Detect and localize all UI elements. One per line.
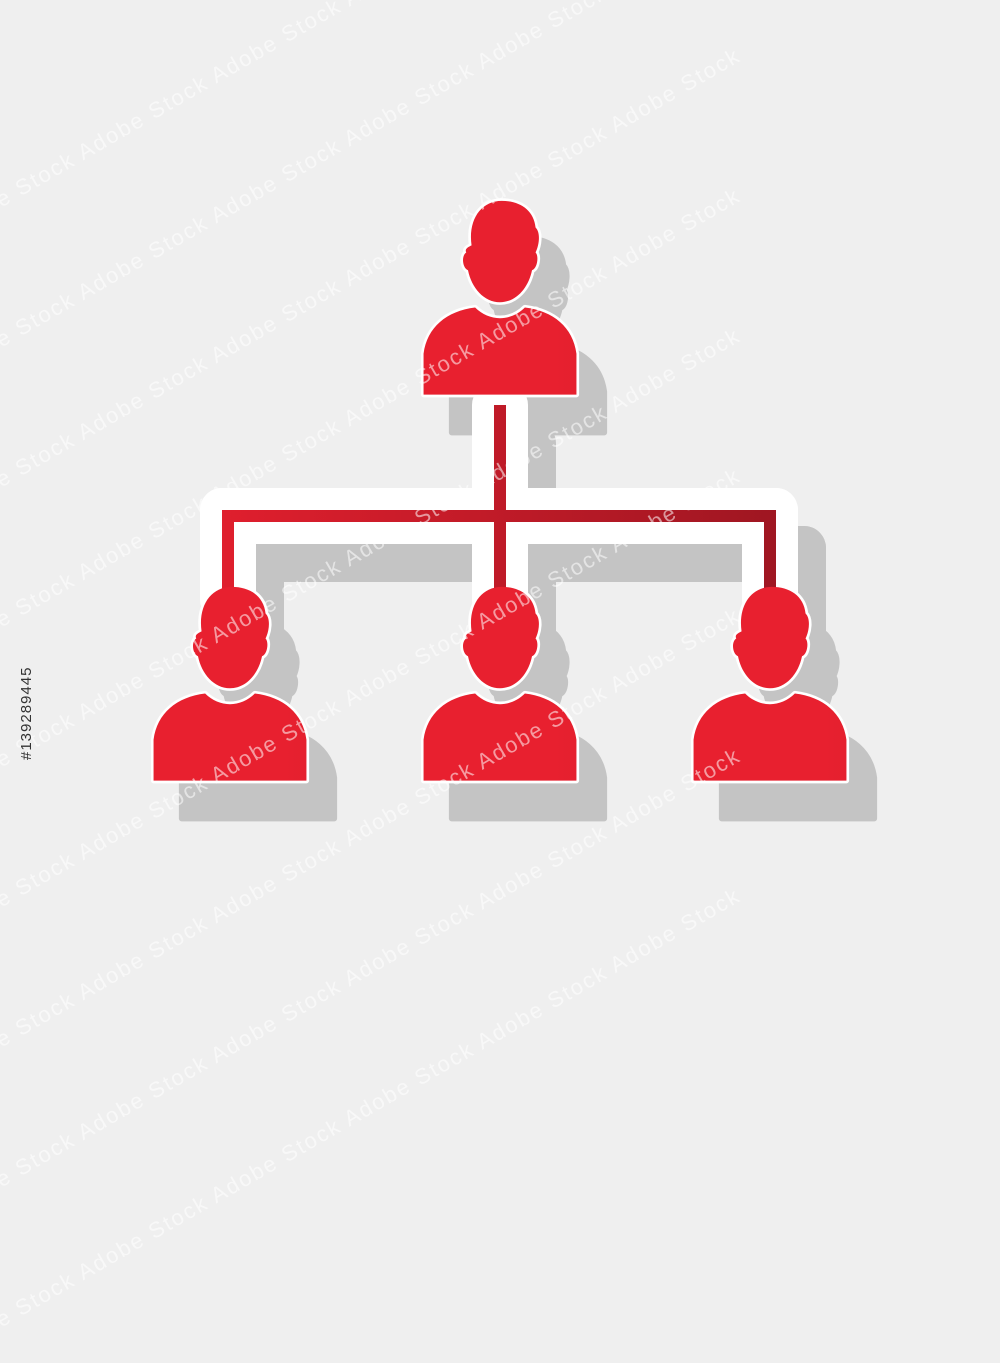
icon-fill bbox=[153, 200, 847, 781]
connector-center-drop bbox=[494, 510, 506, 600]
connector-vertical-top bbox=[494, 405, 506, 515]
image-id-label: #139289445 bbox=[18, 666, 35, 760]
hierarchy-icon-scene: Adobe Stock Adobe Stock Adobe Stock Adob… bbox=[0, 0, 1000, 1000]
hierarchy-org-chart-icon bbox=[0, 0, 1000, 1000]
connector-right-drop bbox=[764, 510, 776, 600]
connector-left-drop bbox=[222, 510, 234, 600]
